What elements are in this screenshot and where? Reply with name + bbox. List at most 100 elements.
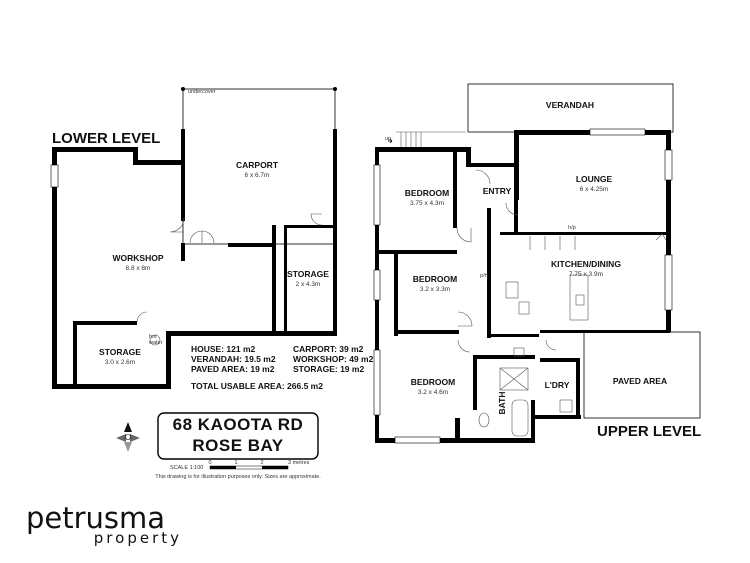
- hall-right-wall: [487, 208, 491, 338]
- bedroom1-top-wall: [375, 147, 470, 152]
- ldry-bottom-wall: [531, 415, 581, 419]
- compass-icon: [116, 422, 140, 452]
- hall-bottom-wall: [487, 334, 539, 337]
- bedroom3-dim: 3.2 x 4.6m: [418, 389, 448, 396]
- lounge-divider: [514, 197, 518, 235]
- door-swing: [457, 311, 473, 327]
- storage-a-dim: 2 x 4.3m: [296, 281, 321, 288]
- storage-a-top-wall: [284, 225, 334, 228]
- scale-label: SCALE 1:100: [170, 465, 203, 471]
- door-swing: [545, 339, 557, 351]
- sink: [575, 294, 585, 306]
- hp-note: h/p: [568, 225, 576, 231]
- area-workshop: WORKSHOP: 49 m2: [293, 354, 374, 364]
- carport-label: CARPORT: [236, 160, 279, 170]
- brand-sub: property: [94, 529, 182, 547]
- area-paved: PAVED AREA: 19 m2: [191, 364, 275, 374]
- carport-bottom-wall: [228, 243, 276, 247]
- lounge-left-wall: [514, 130, 519, 200]
- storage-right-wall: [166, 334, 171, 389]
- bedroom1-bottom-wall: [377, 250, 457, 254]
- door-swing: [201, 230, 215, 244]
- area-house: HOUSE: 121 m2: [191, 344, 256, 354]
- upper-right-wall: [666, 130, 671, 332]
- kitchen-label: KITCHEN/DINING: [551, 259, 621, 269]
- workshop-left-wall: [52, 147, 57, 389]
- bath-top-wall: [473, 355, 535, 359]
- door-swing: [310, 213, 323, 226]
- window: [50, 164, 59, 188]
- storage-a-label: STORAGE: [287, 269, 329, 279]
- address-line2: ROSE BAY: [192, 436, 283, 455]
- carport-post: [333, 87, 337, 91]
- up-note: up: [385, 136, 391, 142]
- bedroom1-label: BEDROOM: [405, 188, 449, 198]
- kitchen-dim: 7.75 x 3.9m: [569, 271, 603, 278]
- brand-logo: petrusma property: [26, 501, 182, 547]
- window: [373, 164, 381, 226]
- oven: [518, 301, 530, 315]
- pth-note: p/h: [480, 273, 488, 279]
- bedroom2-left-wall: [394, 250, 398, 336]
- bath-left-wall: [473, 355, 477, 410]
- door-swing: [189, 230, 203, 244]
- bathtub: [511, 399, 529, 437]
- laundry-tub: [559, 399, 573, 413]
- scale-tick: 0: [208, 460, 211, 466]
- vanity: [513, 347, 525, 357]
- hot-water-cylinder: [149, 334, 161, 346]
- carport-right-wall: [333, 129, 337, 334]
- workshop-dim: 8.8 x 8m: [126, 265, 151, 272]
- labels: LOWER LEVEL UPPER LEVEL undercover CARPO…: [52, 89, 701, 440]
- workshop-label: WORKSHOP: [113, 253, 164, 263]
- storage-divider: [75, 321, 137, 325]
- window: [373, 269, 381, 301]
- window: [373, 349, 381, 416]
- window: [664, 254, 673, 311]
- door-swing: [655, 233, 667, 241]
- bath-bottom-wall: [455, 438, 535, 443]
- lower-level-plan: [50, 87, 337, 389]
- area-summary: HOUSE: 121 m2 VERANDAH: 19.5 m2 PAVED AR…: [191, 344, 374, 391]
- undercover-note: undercover: [188, 89, 216, 95]
- shower: [499, 367, 529, 391]
- area-total: TOTAL USABLE AREA: 266.5 m2: [191, 381, 323, 391]
- ldry-top-wall: [540, 358, 580, 362]
- ldry-right-wall: [576, 358, 580, 419]
- upper-level-title: UPPER LEVEL: [597, 423, 701, 440]
- window: [664, 149, 673, 181]
- window: [589, 128, 646, 136]
- workshop-top-wall: [52, 147, 137, 152]
- scale-bar: SCALE 1:100 0 1 2 3 metres This drawing …: [155, 460, 321, 480]
- kitchen-top-wall: [500, 232, 670, 235]
- bedroom2-dim: 3.2 x 3.3m: [420, 286, 450, 293]
- storage-bottom-wall: [52, 384, 170, 389]
- bedroom1-dim: 3.75 x 4.3m: [410, 200, 444, 207]
- lounge-label: LOUNGE: [576, 174, 613, 184]
- hot-water-word: water: [148, 340, 163, 346]
- area-storage: STORAGE: 19 m2: [293, 364, 364, 374]
- verandah-label: VERANDAH: [546, 100, 594, 110]
- paved-area-label: PAVED AREA: [613, 376, 667, 386]
- bath-label: BATH: [497, 392, 507, 415]
- bedroom2-label: BEDROOM: [413, 274, 457, 284]
- carport-dim: 6 x 6.7m: [245, 172, 270, 179]
- storage-inner-wall: [73, 321, 77, 385]
- door-swing: [456, 227, 472, 243]
- scale-tick: 1: [234, 460, 237, 466]
- kitchen-bottom-wall: [540, 330, 670, 333]
- bench: [569, 274, 589, 321]
- bedroom3-label: BEDROOM: [411, 377, 455, 387]
- area-carport: CARPORT: 39 m2: [293, 344, 364, 354]
- address-line1: 68 KAOOTA RD: [173, 415, 304, 434]
- lower-level-title: LOWER LEVEL: [52, 130, 160, 147]
- window: [394, 436, 441, 444]
- paved-area-outline: [583, 331, 701, 419]
- cooktop: [505, 281, 519, 299]
- upper-level-plan: [373, 83, 701, 444]
- carport-post: [181, 87, 185, 91]
- brand-name: petrusma: [26, 501, 165, 535]
- scale-tick: 2: [260, 460, 263, 466]
- door-swing: [457, 339, 471, 353]
